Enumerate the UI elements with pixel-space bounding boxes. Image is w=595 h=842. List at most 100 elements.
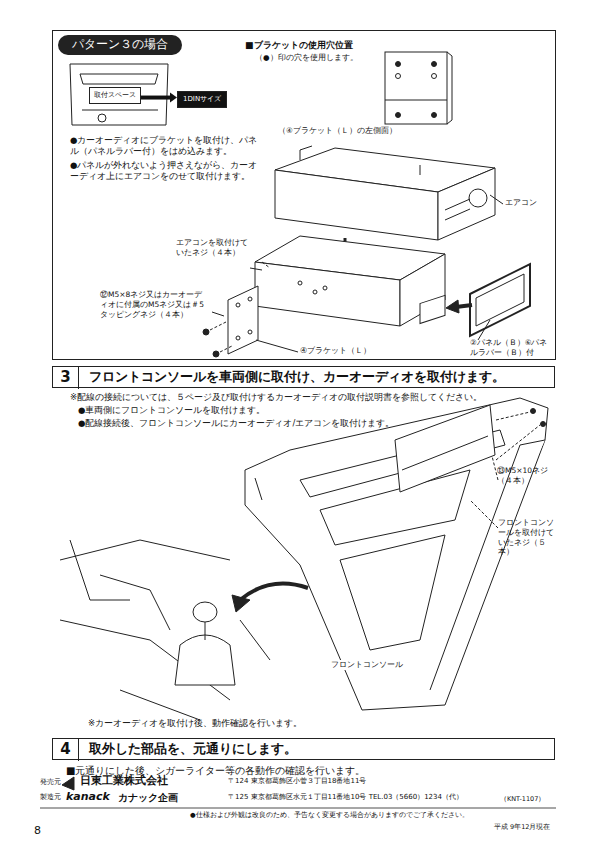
footer-note: ●仕様および外観は改良のため、予告なく変更する場合がありますのでご了承ください。 (190, 811, 469, 819)
shifter-area-part (193, 602, 217, 622)
part-name: フロントコンソールを取付けていたネジ（５本） (498, 518, 554, 557)
dashboard-sketch-part (80, 74, 158, 84)
step-number-text: 4 (53, 739, 78, 759)
doc-code: （KNT-1107） (500, 795, 545, 803)
part-name: エアコン (505, 198, 537, 208)
step-heading: フロントコンソールを車両側に取付け、カーオーディオを取付けます。 (89, 369, 505, 386)
illustration-part (213, 351, 219, 357)
instruction: ●車両側にフロントコンソールを取付けます。 (78, 405, 265, 416)
instruction: ●パネルが外れないよう押さえながら、カーオーディオ上にエアコンをのせて取付けます… (70, 160, 260, 182)
car-audio (255, 236, 445, 326)
aircon-unit-part (438, 168, 495, 240)
address: 〒124 東京都葛飾区小菅３丁目18番地11号 (228, 777, 366, 786)
panel (470, 264, 530, 336)
bracket-side-view-part (396, 62, 401, 67)
aircon-unit-part (275, 170, 438, 240)
address: 〒125 東京都葛飾区水元１丁目11番地10号 TEL.03（5660）1234… (228, 793, 463, 802)
car-audio-part (298, 281, 302, 285)
note: （●）印の穴を使用します。 (255, 53, 358, 63)
arrow-connector (141, 93, 177, 103)
part-name: エアコンを取付けていたネジ（４本） (176, 238, 248, 258)
bracket-l-part (248, 330, 252, 334)
bracket-side-view-part (385, 52, 447, 124)
logo-mark (62, 777, 74, 790)
audio-mount-bracket-part (395, 405, 495, 492)
instruction: ●配線接続後、フロントコンソールにカーオーディオ/エアコンを取付けます。 (78, 418, 394, 429)
arrow-head (232, 595, 250, 612)
footer-label: 製造元 (40, 793, 61, 802)
front-console-part (340, 535, 445, 650)
caption: （④ブラケット（Ｌ）の左側面） (278, 126, 397, 136)
shifter-area-part (60, 540, 230, 720)
audio-mount-bracket-part (420, 295, 445, 323)
dashboard-sketch-part (70, 64, 168, 125)
company-name: 日東工業株式会社 (80, 774, 168, 788)
space-box: 取付スペース (89, 87, 141, 104)
bracket-side-view-part (447, 52, 452, 124)
front-console-part (320, 470, 470, 545)
bracket-side-view-part (385, 100, 447, 101)
bracket-side-view-part (432, 74, 437, 79)
dashboard-sketch (70, 64, 168, 125)
aircon-unit-part (445, 199, 470, 220)
company-name: カナック企画 (118, 791, 178, 804)
step-band: フロントコンソールを車両側に取付け、カーオーディオを取付けます。 3 (52, 366, 555, 388)
pattern-heading: パターン３の場合 (58, 35, 182, 55)
footer-date: 平成 9年12月現在 (494, 823, 550, 831)
screw-guide (210, 262, 270, 352)
note: ※カーオーディオを取付け後、動作確認を行います。 (88, 718, 302, 729)
panel-part (476, 274, 524, 326)
aircon-unit-part (469, 189, 487, 207)
illustration-part (531, 409, 536, 414)
aircon-unit (275, 146, 495, 240)
din-size-box: 1DINサイズ (177, 91, 227, 108)
panel-part (470, 264, 530, 336)
step-number-text: 3 (53, 367, 78, 387)
illustration-part (203, 329, 209, 335)
leader-lines (212, 195, 503, 352)
part-name: ②パネル（Ｂ）⑥パネルラバー（Ｂ）付 (470, 338, 552, 358)
bracket-side-view (385, 52, 452, 124)
arrow-connector-part (141, 96, 170, 100)
curved-arrow (240, 584, 308, 600)
step-heading: 取外した部品を、元通りにします。 (89, 741, 297, 758)
shifter-area-part (175, 635, 235, 685)
bracket-side-view-part (396, 113, 401, 118)
part-name: フロントコンソール (330, 660, 404, 670)
instruction: ●カーオーディオにブラケットを取付け、パネル（パネルラバー付）をはめ込みます。 (70, 135, 260, 157)
part-name: ④ブラケット（Ｌ） (300, 346, 371, 356)
bracket-l-part (228, 286, 258, 354)
bracket-l-part (236, 336, 240, 340)
dashboard-sketch-part (82, 110, 158, 122)
shifter-area-part (100, 575, 270, 660)
part-name: ⑬M5×10ネジ（４本） (497, 466, 555, 486)
bracket-l-part (236, 303, 240, 307)
bracket-side-view-part (396, 74, 401, 79)
shifter-area-part (205, 622, 206, 640)
step-band: 取外した部品を、元通りにします。 4 (52, 738, 555, 760)
car-audio-part (313, 290, 317, 294)
step-number: 3 (53, 367, 79, 389)
illustration-part (541, 422, 546, 427)
arrow-head (446, 300, 459, 313)
footer-label: 発売元 (40, 778, 61, 787)
part-name: ⑫M5×8ネジ又はカーオーディオに付属のM5ネジ又は＃5タッピングネジ（４本） (100, 290, 205, 319)
footer-rule (40, 808, 556, 809)
car-audio-part (323, 286, 327, 290)
shifter-area (60, 540, 270, 720)
aircon-unit-part (300, 146, 420, 175)
box-label: 1DINサイズ (178, 92, 226, 107)
bracket-l-part (248, 297, 252, 301)
arrow-connector-part (170, 93, 177, 103)
section-note: ■ブラケットの使用穴位置 (245, 40, 353, 52)
car-audio-part (255, 262, 400, 326)
page-number: 8 (34, 824, 41, 838)
bracket-side-view-part (432, 62, 437, 67)
audio-mount-bracket-part (402, 436, 488, 470)
logo-text: kanack (66, 790, 110, 804)
note: ※配線の接続については、５ページ及び取付けするカーオーディオの取付説明書を参照し… (70, 392, 482, 403)
box-label: 取付スペース (90, 88, 140, 103)
step-number: 4 (53, 739, 79, 761)
bracket-l (228, 286, 258, 354)
bracket-side-view-part (432, 113, 437, 118)
